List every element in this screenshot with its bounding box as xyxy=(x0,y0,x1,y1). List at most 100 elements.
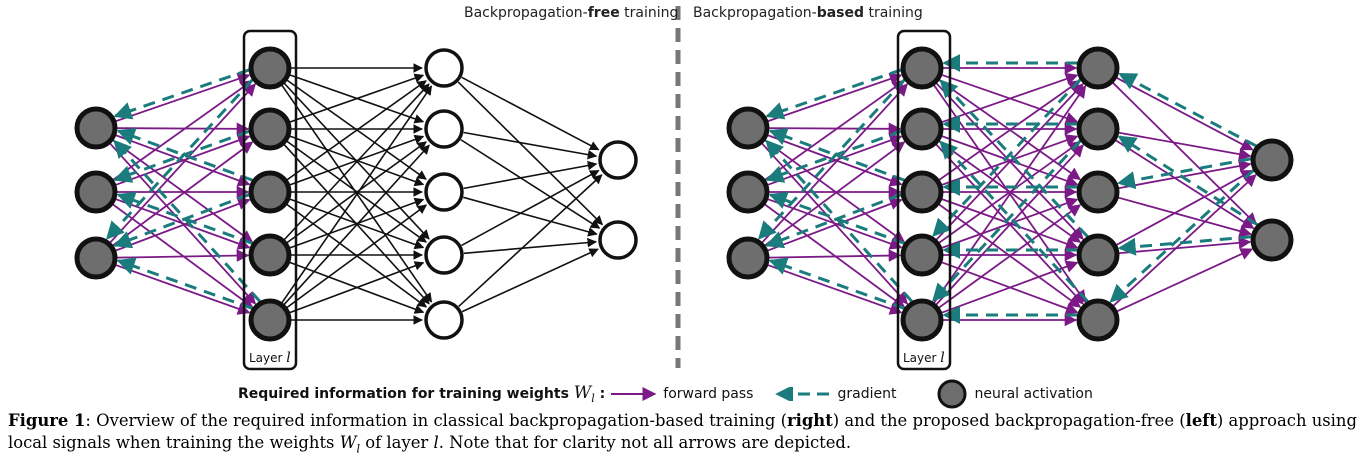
connection-edge xyxy=(288,134,425,186)
connection-edge xyxy=(463,196,598,237)
forward-edge xyxy=(108,83,256,244)
forward-edge xyxy=(115,249,250,262)
gradient-edge xyxy=(1117,235,1252,256)
gradient-edge xyxy=(765,129,903,183)
connection-edge xyxy=(463,237,598,255)
forward-edge xyxy=(940,260,1079,314)
activation-node xyxy=(74,170,118,214)
forward-edge xyxy=(766,197,903,250)
gradient-edge xyxy=(113,193,251,249)
activation-node xyxy=(248,107,292,151)
legend: Required information for training weight… xyxy=(238,379,1113,409)
connection-edge xyxy=(461,248,599,313)
gradient-edge xyxy=(1116,157,1252,190)
connection-edge xyxy=(280,85,433,304)
forward-edge xyxy=(940,72,1079,124)
gradient-edge xyxy=(939,140,1090,303)
forward-edge xyxy=(932,85,1087,305)
activation-node xyxy=(900,233,944,277)
forward-edge xyxy=(1111,81,1258,226)
forward-edge xyxy=(1115,76,1254,151)
forward-edge xyxy=(111,203,254,308)
gradient-edge xyxy=(768,128,906,182)
forward-arrow-icon xyxy=(611,387,657,401)
connection-edge xyxy=(463,131,598,160)
right-network-edges xyxy=(757,54,1259,327)
gradient-edge xyxy=(765,68,902,120)
gradient-edge xyxy=(113,139,262,303)
activation-node xyxy=(74,236,118,280)
activation-node xyxy=(900,298,944,342)
gradient-edge xyxy=(768,257,906,310)
forward-edge xyxy=(1117,131,1252,161)
connection-edge xyxy=(463,160,598,190)
forward-edge xyxy=(1114,138,1255,229)
activation-node xyxy=(1076,107,1120,151)
activation-node xyxy=(900,46,944,90)
legend-forward-label: forward pass xyxy=(663,386,754,402)
forward-edge xyxy=(766,263,903,315)
activation-circle-icon xyxy=(937,379,967,409)
activation-node xyxy=(1076,233,1120,277)
forward-edge xyxy=(763,139,906,243)
activation-node xyxy=(900,107,944,151)
activation-node xyxy=(248,170,292,214)
network-nodes xyxy=(74,46,1294,342)
gradient-edge xyxy=(116,257,254,310)
neuron-node xyxy=(598,140,638,180)
gradient-edge xyxy=(765,139,914,303)
forward-edge xyxy=(114,134,251,187)
activation-node xyxy=(900,170,944,214)
forward-edge xyxy=(1115,248,1254,313)
connection-edge xyxy=(460,139,601,229)
forward-edge xyxy=(111,139,254,243)
activation-node xyxy=(248,46,292,90)
forward-edge xyxy=(766,134,903,187)
forward-edge xyxy=(114,197,251,252)
forward-edge xyxy=(763,141,906,247)
activation-node xyxy=(726,170,770,214)
gradient-edge xyxy=(113,129,251,183)
forward-edge xyxy=(940,134,1079,187)
layer-label: Layer l xyxy=(249,350,291,366)
layer-boxes: Layer l Layer l xyxy=(242,29,952,371)
gradient-edge xyxy=(113,68,250,120)
forward-edge xyxy=(767,122,902,136)
activation-node xyxy=(1076,46,1120,90)
forward-edge xyxy=(1115,169,1254,247)
activation-node xyxy=(248,233,292,277)
forward-edge xyxy=(1117,196,1253,238)
connection-edge xyxy=(461,169,600,247)
forward-edge xyxy=(114,134,251,187)
layer-label: Layer l xyxy=(903,350,945,366)
figure-canvas: Layer l Layer l xyxy=(74,6,1294,371)
forward-edge xyxy=(111,80,254,182)
forward-edge xyxy=(934,144,1084,306)
activation-node xyxy=(1076,170,1120,214)
forward-edge xyxy=(940,197,1079,250)
neuron-node xyxy=(424,48,464,88)
gradient-edge xyxy=(939,79,1090,239)
forward-edge xyxy=(767,249,902,262)
forward-edge xyxy=(766,72,903,123)
connection-edge xyxy=(283,83,430,241)
forward-edge xyxy=(763,203,906,308)
neuron-node xyxy=(424,235,464,275)
forward-edge xyxy=(111,141,254,247)
neuron-node xyxy=(598,220,638,260)
forward-edge xyxy=(766,197,903,252)
activation-node xyxy=(74,106,118,150)
activation-node xyxy=(1076,298,1120,342)
forward-edge xyxy=(766,134,903,187)
gradient-edge xyxy=(757,78,906,240)
connection-edge xyxy=(285,141,427,244)
gradient-edge xyxy=(116,128,254,182)
right-panel-title: Backpropagation-based training xyxy=(693,5,923,21)
left-network-edges xyxy=(105,63,604,325)
neuron-node xyxy=(424,172,464,212)
figure-caption: Figure 1: Overview of the required infor… xyxy=(8,411,1357,456)
forward-edge xyxy=(114,197,251,250)
activation-node xyxy=(1250,138,1294,182)
forward-edge xyxy=(760,83,908,244)
gradient-edge xyxy=(932,78,1082,237)
